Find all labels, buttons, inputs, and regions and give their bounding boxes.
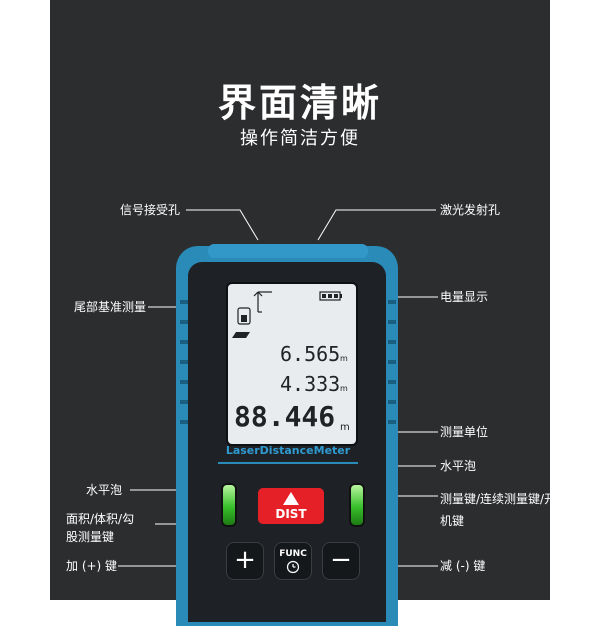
callout-laser-emitter: 激光发射孔 <box>440 203 501 217</box>
lcd-unit-2: m <box>340 384 348 393</box>
grip-stripe <box>180 360 188 364</box>
callout-plus-key: 加 (+) 键 <box>66 559 118 573</box>
lcd-main-reading: 88.446 <box>234 400 336 433</box>
grip-stripe <box>180 340 188 344</box>
grip-stripe <box>388 420 396 424</box>
grip-stripe <box>388 320 396 324</box>
line-signal-receiver <box>186 209 259 241</box>
grip-stripe <box>180 420 188 424</box>
clock-icon <box>286 560 300 574</box>
callout-minus-key: 减 (-) 键 <box>440 559 486 573</box>
plus-key[interactable]: + <box>226 542 264 580</box>
callout-level-right: 水平泡 <box>440 459 477 473</box>
level-bubble-right <box>349 483 365 527</box>
callout-battery-display: 电量显示 <box>440 290 489 304</box>
grip-stripe <box>180 380 188 384</box>
minus-key-label: − <box>330 545 352 575</box>
grip-stripe <box>180 300 188 304</box>
grip-stripe <box>388 400 396 404</box>
battery-icon <box>319 291 342 301</box>
brand-label: LaserDistanceMeter <box>218 444 358 464</box>
laser-icon <box>253 291 272 313</box>
callout-area-volume: 面积/体积/勾股测量键 <box>66 512 135 544</box>
callout-signal-receiver: 信号接受孔 <box>120 203 181 217</box>
headline: 界面清晰 <box>217 81 382 125</box>
callout-level-left: 水平泡 <box>86 483 123 497</box>
device-top-cap <box>208 244 368 258</box>
line-laser-emitter <box>317 209 436 241</box>
grip-stripe <box>180 400 188 404</box>
lcd-screen: 6.565 m 4.333 m 88.446 m <box>226 282 358 446</box>
lcd-reading-1: 6.565 <box>280 342 341 366</box>
func-key[interactable]: FUNC <box>274 542 312 580</box>
subheadline: 操作简洁方便 <box>240 128 360 149</box>
grip-stripe <box>388 300 396 304</box>
plus-key-label: + <box>234 545 256 575</box>
func-key-label: FUNC <box>279 549 307 559</box>
grip-stripe <box>388 340 396 344</box>
grip-stripe <box>388 360 396 364</box>
level-bubble-left <box>221 483 237 527</box>
tail-mode-icon <box>232 307 251 338</box>
lcd-reading-2: 4.333 <box>280 372 341 396</box>
callout-measure-key: 测量键/连续测量键/开机键 <box>440 492 557 528</box>
minus-key[interactable]: − <box>322 542 360 580</box>
measure-button-label: DIST <box>275 507 307 521</box>
callout-unit: 测量单位 <box>440 425 489 439</box>
lcd-main-unit: m <box>340 422 350 433</box>
lcd-unit-1: m <box>340 354 348 363</box>
callout-tail-reference: 尾部基准测量 <box>74 300 147 314</box>
grip-stripe <box>388 380 396 384</box>
laser-triangle-icon <box>283 492 299 505</box>
grip-stripe <box>180 320 188 324</box>
measure-button[interactable]: DIST <box>258 488 324 524</box>
